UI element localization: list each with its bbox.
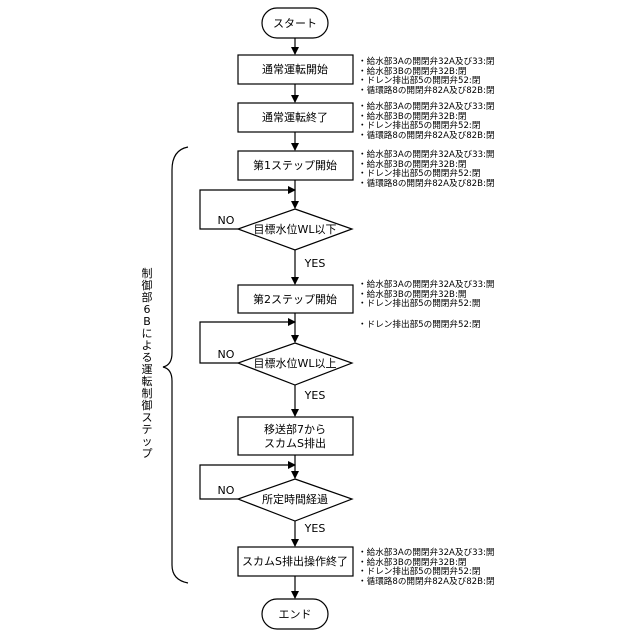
normal-start-label: 通常運転開始 xyxy=(262,62,328,76)
annotation-normal-start: ・給水部3Aの開閉弁32A及び33:閉・給水部3Bの開閉弁32B:閉・ドレン排出… xyxy=(358,58,495,96)
annotation-step1: ・給水部3Aの開閉弁32A及び33:開・給水部3Bの開閉弁32B:閉・ドレン排出… xyxy=(358,151,495,189)
decision-3-label: 所定時間経過 xyxy=(262,492,328,506)
end-label: エンド xyxy=(279,608,312,621)
decision-2-label: 目標水位WL以上 xyxy=(253,356,336,370)
annotation-scum-end: ・給水部3Aの開閉弁32A及び33:開・給水部3Bの開閉弁32B:閉・ドレン排出… xyxy=(358,549,495,587)
yes-label-3: YES xyxy=(304,522,326,535)
annotation-normal-end: ・給水部3Aの開閉弁32A及び33:閉・給水部3Bの開閉弁32B:閉・ドレン排出… xyxy=(358,103,495,141)
annotation-line: ・ドレン排出部5の開閉弁52:開 xyxy=(358,300,495,310)
no-label-1: NO xyxy=(218,214,235,227)
no-label-2: NO xyxy=(218,348,235,361)
scum-end-label: スカムS排出操作終了 xyxy=(242,554,348,568)
annotation-line: ・循環路8の開閉弁82A及び82B:閉 xyxy=(358,87,495,97)
annotation-step2: ・給水部3Aの開閉弁32A及び33:開・給水部3Bの開閉弁32B:開・ドレン排出… xyxy=(358,281,495,310)
side-label: 制御部6Bによる運転制御ステップ xyxy=(140,268,154,460)
step1-start-label: 第1ステップ開始 xyxy=(253,158,337,172)
step2-start-label: 第2ステップ開始 xyxy=(253,292,337,306)
no-label-3: NO xyxy=(218,484,235,497)
decision-1-label: 目標水位WL以下 xyxy=(253,222,336,236)
annotation-line: ・循環路8の開閉弁82A及び82B:閉 xyxy=(358,132,495,142)
transfer-label-line1: 移送部7から xyxy=(264,422,326,436)
annotation-line: ・ドレン排出部5の開閉弁52:閉 xyxy=(358,321,480,331)
start-label: スタート xyxy=(273,17,317,30)
normal-end-label: 通常運転終了 xyxy=(262,110,328,124)
transfer-label-line2: スカムS排出 xyxy=(264,436,326,450)
annotation-line: ・循環路8の開閉弁82A及び82B:閉 xyxy=(358,180,495,190)
side-brace xyxy=(163,147,188,583)
annotation-drain: ・ドレン排出部5の開閉弁52:閉 xyxy=(358,321,480,331)
yes-label-1: YES xyxy=(304,257,326,270)
annotation-line: ・循環路8の開閉弁82A及び82B:閉 xyxy=(358,578,495,588)
yes-label-2: YES xyxy=(304,389,326,402)
